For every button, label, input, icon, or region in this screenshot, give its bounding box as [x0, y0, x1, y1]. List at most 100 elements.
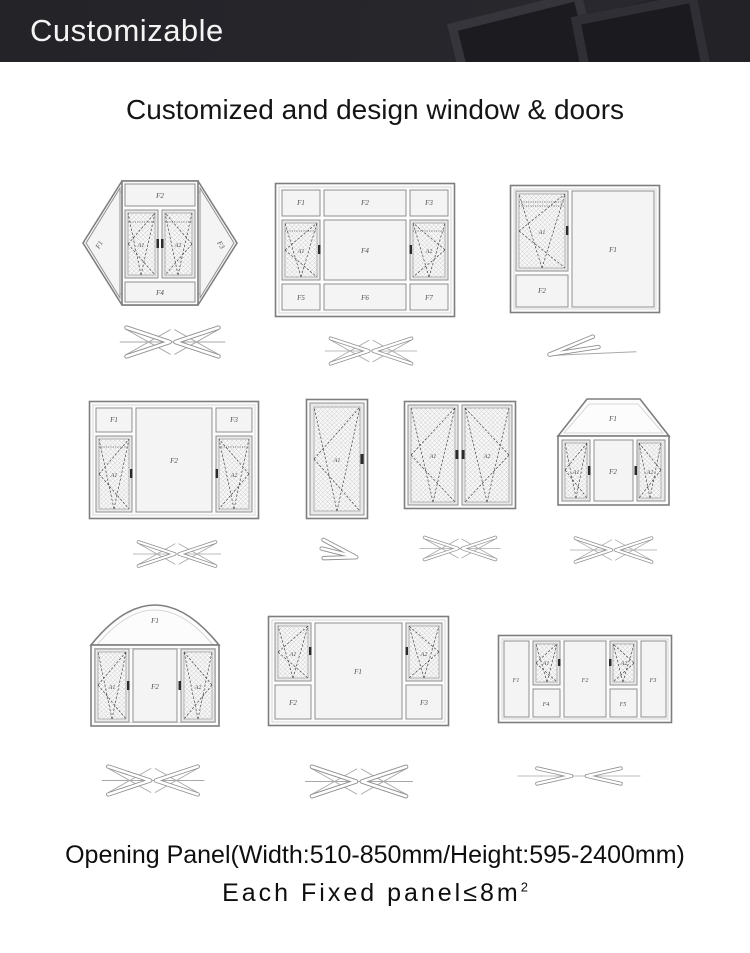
fixed-panel-spec-sup: 2: [520, 879, 528, 895]
handle-icon: [558, 659, 561, 666]
panel-label: F3: [424, 199, 433, 207]
panel: [640, 640, 667, 718]
panel: [323, 189, 407, 217]
sash-label: A2: [230, 473, 238, 479]
panel-label: F2: [169, 457, 178, 465]
handle-icon: [127, 681, 130, 690]
panel-label: F1: [109, 416, 118, 424]
panel-label: F1: [512, 678, 520, 684]
handle-icon: [215, 469, 218, 478]
panel-center: [323, 219, 407, 281]
panel-label: F1: [608, 246, 617, 254]
panel-label: F1: [296, 199, 305, 207]
panel-label: F5: [619, 702, 627, 708]
sash-label: A1: [429, 454, 437, 460]
panel-top: [124, 183, 196, 207]
panel-center: [563, 640, 607, 718]
swing-mechanism-diagram: [128, 534, 226, 574]
panel: [95, 407, 133, 433]
sash-label: A1: [110, 473, 118, 479]
panel-label: F1: [150, 617, 159, 625]
window-diagram-three-col-top-lite: F1 F3 A1 F2 A2: [88, 400, 260, 520]
panel-bottom: [124, 281, 196, 303]
sash-label: A1: [137, 243, 145, 249]
panel-label: F4: [155, 289, 164, 297]
panel: [503, 640, 530, 718]
handle-icon: [360, 454, 364, 464]
handle-icon: [309, 647, 312, 655]
sash-label: A1: [572, 470, 580, 476]
handle-icon: [130, 469, 133, 478]
panel: [405, 684, 443, 720]
handle-icon: [161, 239, 164, 248]
panel: [409, 283, 449, 311]
window-diagram-trapezoid-top: F1 A1 F2 A2: [556, 398, 671, 506]
panel-right-triangle: [199, 186, 235, 300]
page-title: Customized and design window & doors: [125, 94, 625, 125]
window-diagram-single-casement: A1: [305, 398, 369, 520]
sash-label: A1: [289, 652, 297, 658]
sash-label: A1: [297, 249, 305, 255]
fixed-panel-spec-text: Each Fixed panel≤8m: [222, 879, 521, 907]
window-diagram-center-fixed: A1 F2 F1 A2 F3: [267, 615, 450, 727]
handle-icon: [609, 659, 612, 666]
panel-label: F2: [608, 468, 617, 476]
sash-label: A2: [425, 249, 433, 255]
fixed-panel-spec: Each Fixed panel≤8m2: [0, 879, 750, 908]
swing-mechanism-diagram: [314, 534, 362, 565]
swing-mechanism-diagram: [300, 757, 418, 806]
panel-label: F1: [608, 415, 617, 423]
window-diagram-five-col: F1 A1 F4 F2 A2 F5 F3: [497, 634, 673, 724]
panel: [323, 283, 407, 311]
panel: [274, 684, 312, 720]
handle-icon: [588, 466, 591, 475]
handle-icon: [455, 450, 459, 459]
panel-main: [571, 190, 655, 308]
panel-label: F5: [296, 294, 305, 302]
panel-label: F4: [360, 247, 369, 255]
panel-label: F3: [649, 678, 657, 684]
window-diagram-nine-grid: F1 F2 F3 A1 F4 A2 F5 F6 F7: [274, 182, 456, 318]
panel-label: F2: [288, 699, 297, 707]
sash-label: A2: [194, 685, 202, 691]
panel-label: F1: [93, 240, 104, 252]
sash-label: A1: [538, 230, 546, 236]
swing-mechanism-diagram: [538, 330, 642, 364]
panel-label: F2: [581, 678, 589, 684]
window-diagram-arched-top: F1 A1 F2 A2: [89, 604, 221, 727]
handle-icon: [409, 245, 412, 254]
sash-label: A2: [483, 454, 491, 460]
window-diagram-double-casement: A1 A2: [403, 400, 517, 510]
panel: [281, 283, 321, 311]
swing-mechanism-diagram: [97, 757, 209, 804]
panel: [532, 688, 561, 718]
banner-title: Customizable: [30, 13, 224, 48]
sash-label: A2: [174, 243, 182, 249]
panel-center: [593, 439, 634, 502]
sash-label: A1: [108, 685, 116, 691]
swing-mechanism-diagram: [415, 530, 505, 567]
panel-label: F1: [353, 668, 362, 676]
handle-icon: [405, 647, 408, 655]
panel: [609, 688, 638, 718]
swing-mechanism-diagram: [115, 318, 230, 366]
panel-center: [135, 407, 213, 513]
opening-panel-spec: Opening Panel(Width:510-850mm/Height:595…: [65, 841, 685, 869]
handle-icon: [461, 450, 465, 459]
handle-icon: [318, 245, 321, 254]
panel-label: F3: [215, 239, 227, 251]
handle-icon: [634, 466, 637, 475]
panel-left-triangle: [85, 186, 121, 300]
panel-center: [132, 648, 178, 723]
panel-bottom: [515, 274, 569, 308]
handle-icon: [178, 681, 181, 690]
panel: [409, 189, 449, 217]
banner-window-photo-2: [570, 0, 718, 62]
panel: [215, 407, 253, 433]
sash-label: A1: [542, 661, 550, 667]
panel-center: [314, 622, 403, 720]
window-diagram-side-sash-fixed: A1 F2 F1: [509, 184, 661, 314]
panel-label: F3: [419, 699, 428, 707]
panel-label: F7: [424, 294, 433, 302]
